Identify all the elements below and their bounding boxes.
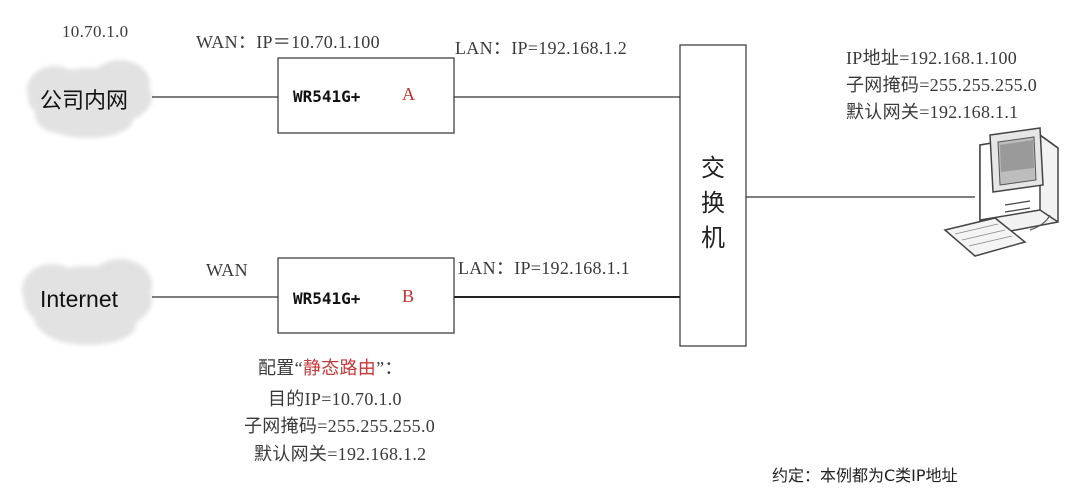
router-b-box	[277, 257, 455, 334]
static-route-title: 配置“静态路由”：	[258, 354, 403, 380]
switch-char-3: 机	[701, 226, 725, 252]
convention-note: 约定：本例都为C类IP地址	[772, 466, 958, 485]
router-b-wan-label: WAN	[206, 260, 248, 280]
computer-icon	[943, 127, 1059, 257]
static-route-highlight: 静态路由	[302, 358, 377, 378]
router-a-wan-label: WAN：IP＝10.70.1.100	[196, 32, 380, 52]
router-a-box	[277, 57, 455, 134]
router-b-id: B	[402, 286, 415, 306]
company-subnet-label: 10.70.1.0	[62, 22, 129, 41]
switch-char-2: 换	[701, 191, 725, 217]
static-route-prefix: 配置“	[258, 358, 303, 378]
router-a-id: A	[402, 84, 415, 104]
internet-cloud-label: Internet	[40, 286, 118, 312]
switch-char-1: 交	[701, 156, 725, 182]
static-route-mask: 子网掩码=255.255.255.0	[244, 416, 436, 436]
router-a-model: WR541G+	[293, 87, 361, 106]
pc-mask-label: 子网掩码=255.255.255.0	[846, 75, 1038, 95]
router-b-model: WR541G+	[293, 289, 361, 308]
static-route-gateway: 默认网关=192.168.1.2	[254, 444, 427, 464]
router-b-lan-label: LAN：IP=192.168.1.1	[458, 258, 631, 278]
router-a-lan-label: LAN：IP=192.168.1.2	[455, 38, 628, 58]
internet-cloud	[22, 259, 152, 345]
pc-gateway-label: 默认网关=192.168.1.1	[846, 102, 1019, 122]
company-cloud-label: 公司内网	[40, 89, 129, 114]
static-route-suffix: ”：	[376, 358, 403, 378]
pc-ip-label: IP地址=192.168.1.100	[846, 48, 1018, 68]
static-route-dest: 目的IP=10.70.1.0	[268, 389, 402, 409]
switch-box	[679, 44, 747, 347]
company-cloud	[27, 60, 152, 138]
